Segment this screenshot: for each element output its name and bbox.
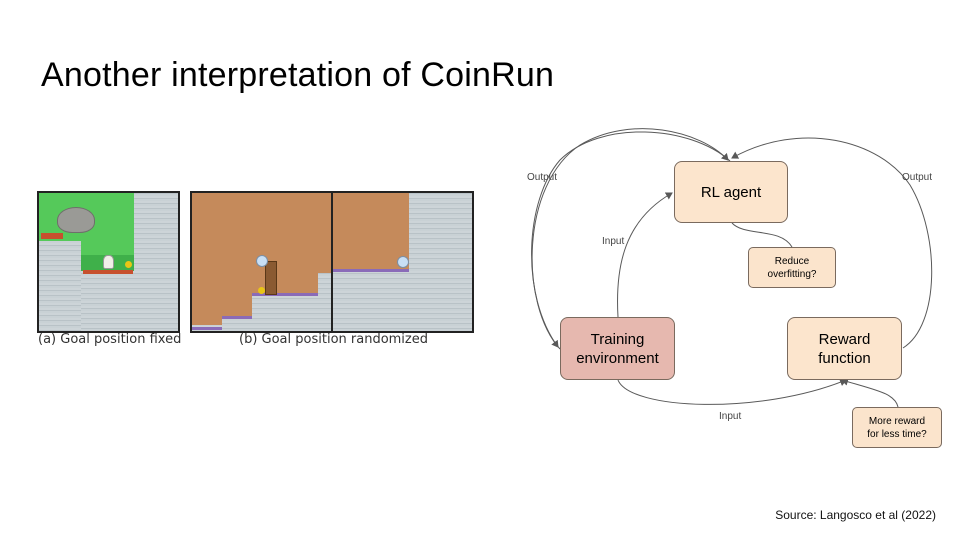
boulder-icon [57,207,95,233]
panel-goal-fixed [37,191,180,333]
connector-reward [842,380,898,407]
agent-sprite-right-icon [397,256,409,268]
caption-goal-randomized: (b) Goal position randomized [239,332,428,347]
node-reward-function: Reward function [787,317,902,380]
arrow-input-bottom [618,380,846,404]
node-training-environment: Training environment [560,317,675,380]
edge-label-output-left: Output [527,172,557,183]
node-reward-line1: Reward [819,330,871,349]
edge-label-output-right: Output [902,172,932,183]
node-rl-agent: RL agent [674,161,788,223]
edge-label-input-top: Input [602,236,624,247]
node-rl-agent-label: RL agent [701,183,761,202]
note-overfit-line2: overfitting? [768,268,817,281]
node-env-line1: Training [591,330,645,349]
source-citation: Source: Langosco et al (2022) [775,508,936,522]
connector-overfit [732,223,792,247]
dirt-step-3 [318,273,332,331]
coin-icon [258,287,265,294]
arrow-input-top [618,193,672,317]
rl-loop-diagram: RL agent Training environment Reward fun… [510,125,950,455]
step-edge-1 [192,327,222,330]
node-reward-line2: function [818,349,871,368]
note-reduce-overfitting: Reduce overfitting? [748,247,836,288]
ledge-dirt [41,233,63,239]
agent-sprite-icon [256,255,268,267]
coin-icon [125,261,132,268]
caption-goal-fixed: (a) Goal position fixed [38,332,181,347]
coinrun-figure: (a) Goal position fixed (b) Goal positio… [36,190,472,350]
node-env-line2: environment [576,349,659,368]
note-more-reward: More reward for less time? [852,407,942,448]
step-edge-right [333,269,409,272]
edge-label-input-bottom: Input [719,411,741,422]
note-reward-line1: More reward [869,415,925,428]
crate-icon [265,261,277,295]
note-overfit-line1: Reduce [775,255,809,268]
note-reward-line2: for less time? [867,428,926,441]
floor-dirt [83,270,133,274]
water-gap [39,241,81,333]
step-edge-2 [222,316,252,319]
agent-sprite-icon [103,255,114,269]
slide-title: Another interpretation of CoinRun [41,56,554,95]
panel-goal-randomized [190,191,474,333]
